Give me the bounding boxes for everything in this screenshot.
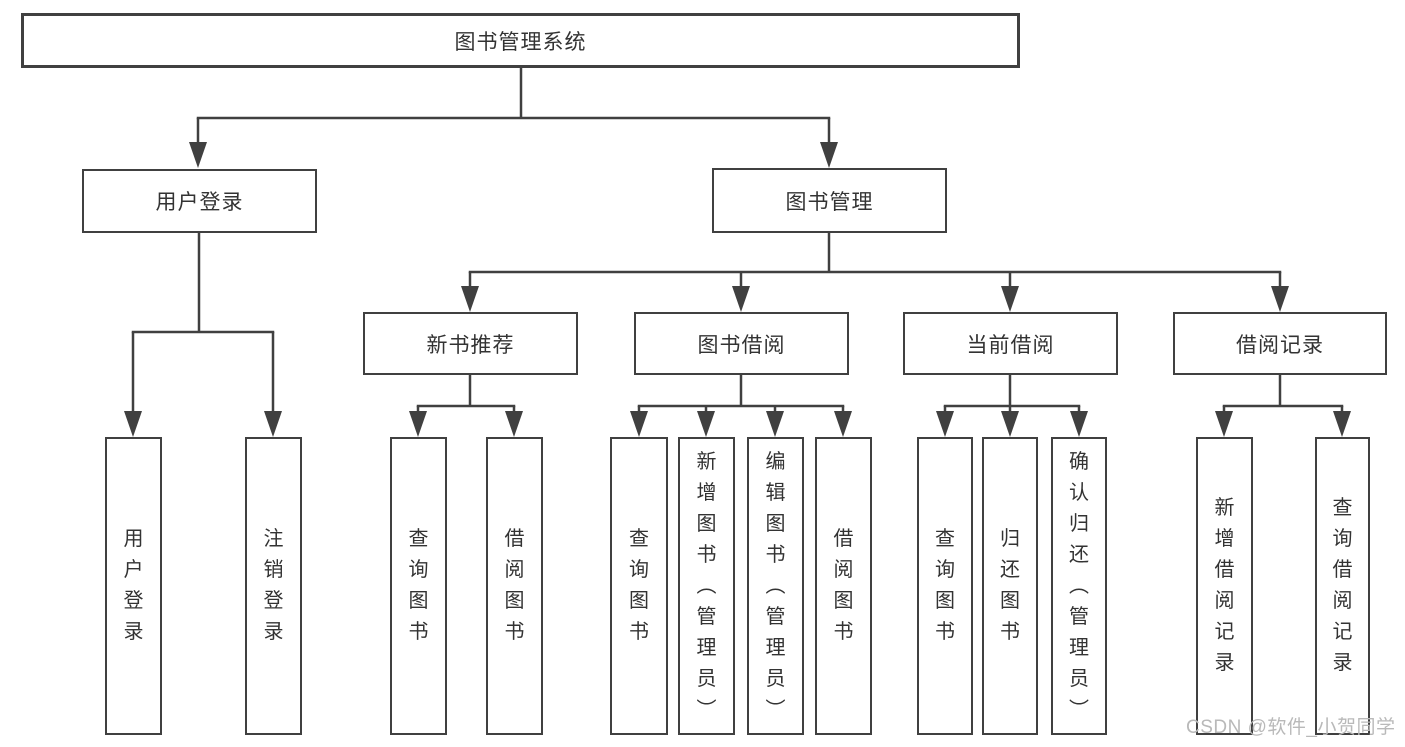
arrowhead-icon [936,411,954,437]
node-records-query-record: 查询借阅记录 [1315,437,1370,735]
node-current-borrow: 当前借阅 [903,312,1118,375]
arrowhead-icon [1215,411,1233,437]
node-borrow-records: 借阅记录 [1173,312,1387,375]
node-user-login-leaf: 用户登录 [105,437,162,735]
edge-root [189,67,838,168]
arrowhead-icon [820,142,838,168]
edge-records [1215,375,1351,437]
node-borrow-query-book: 查询图书 [610,437,668,735]
edge-book-borrow [630,375,852,437]
edge-book-mgmt [461,233,1289,312]
node-system-root: 图书管理系统 [21,13,1020,68]
arrowhead-icon [189,142,207,168]
node-book-borrow: 图书借阅 [634,312,849,375]
arrowhead-icon [732,286,750,312]
csdn-watermark: CSDN @软件_小贺同学 [1186,717,1396,738]
node-records-add-record: 新增借阅记录 [1196,437,1253,735]
arrowhead-icon [1070,411,1088,437]
arrowhead-icon [409,411,427,437]
arrowhead-icon [697,411,715,437]
node-borrow-edit-book-admin: 编辑图书︵管理员︶ [747,437,804,735]
arrowhead-icon [834,411,852,437]
node-book-management: 图书管理 [712,168,947,233]
arrowhead-icon [505,411,523,437]
node-new-book-recommend: 新书推荐 [363,312,578,375]
edge-current-borrow [936,375,1088,437]
arrowhead-icon [766,411,784,437]
edge-user-login [124,233,282,437]
arrowhead-icon [124,411,142,437]
node-logout: 注销登录 [245,437,302,735]
arrowhead-icon [1333,411,1351,437]
node-borrow-borrow-book: 借阅图书 [815,437,872,735]
node-current-query-book: 查询图书 [917,437,973,735]
arrowhead-icon [1271,286,1289,312]
node-user-login-branch: 用户登录 [82,169,317,233]
arrowhead-icon [461,286,479,312]
node-current-confirm-return-admin: 确认归还︵管理员︶ [1051,437,1107,735]
node-recommend-query-book: 查询图书 [390,437,447,735]
node-recommend-borrow-book: 借阅图书 [486,437,543,735]
arrowhead-icon [630,411,648,437]
arrowhead-icon [1001,286,1019,312]
arrowhead-icon [264,411,282,437]
edge-recommend [409,375,523,437]
arrowhead-icon [1001,411,1019,437]
node-current-return-book: 归还图书 [982,437,1038,735]
node-borrow-add-book-admin: 新增图书︵管理员︶ [678,437,735,735]
